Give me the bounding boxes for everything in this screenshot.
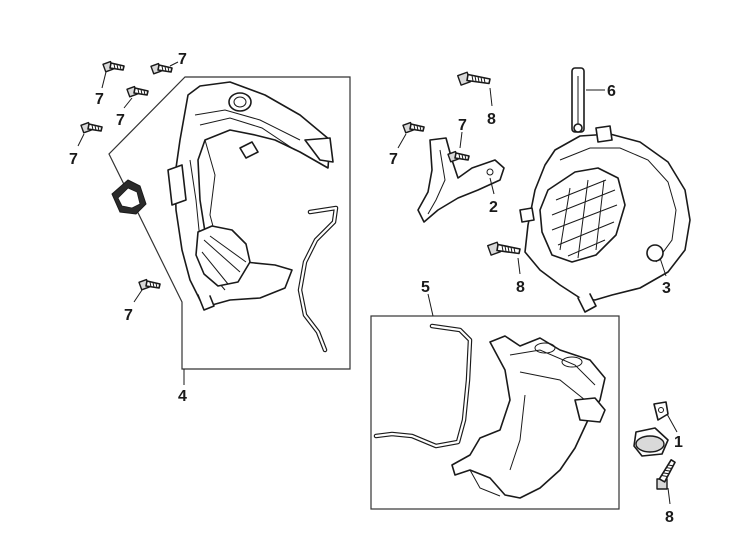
leader-5 <box>427 293 434 317</box>
callout-7: 7 <box>124 307 133 324</box>
leader-7d <box>77 133 85 147</box>
rubber-seal <box>297 205 339 353</box>
leader-8b <box>517 257 521 275</box>
callout-7: 7 <box>458 117 467 134</box>
bolt-7-d <box>80 121 103 134</box>
bracket-part-2 <box>417 137 505 223</box>
bolt-8-b <box>486 241 521 256</box>
bolt-7-f <box>402 121 425 134</box>
callout-7: 7 <box>95 91 104 108</box>
callout-7: 7 <box>389 151 398 168</box>
leader-7e <box>133 289 143 303</box>
callout-5: 5 <box>421 279 430 296</box>
leader-8a <box>489 87 493 107</box>
group-frame-4 <box>108 76 351 370</box>
leader-7g <box>459 131 463 149</box>
callout-2: 2 <box>489 199 498 216</box>
callout-8: 8 <box>516 279 525 296</box>
callout-6: 6 <box>607 83 616 100</box>
callout-1: 1 <box>674 434 683 451</box>
lower-shroud-part-5 <box>451 335 606 499</box>
leader-8c <box>667 487 671 505</box>
bolt-7-b <box>150 62 173 75</box>
bolt-8-c <box>652 456 678 494</box>
leader-7c <box>123 97 133 109</box>
leader-7a <box>101 71 107 89</box>
callout-7: 7 <box>116 112 125 129</box>
callout-8: 8 <box>665 509 674 526</box>
upper-shroud-part-4 <box>167 81 334 311</box>
clip-bracket <box>111 179 147 215</box>
bolt-7-g <box>447 150 470 163</box>
leader-3 <box>659 257 667 277</box>
fan-cover-part-3 <box>519 125 691 313</box>
bolt-8-a <box>456 71 491 86</box>
group-frame-5 <box>370 315 620 510</box>
callout-7: 7 <box>178 51 187 68</box>
bolt-7-e <box>138 278 161 291</box>
leader-2 <box>489 177 495 195</box>
callout-8: 8 <box>487 111 496 128</box>
wire-frame <box>373 323 473 449</box>
leader-1 <box>666 413 678 433</box>
leader-7f <box>397 133 407 149</box>
bolt-7-c <box>126 85 149 98</box>
callout-4: 4 <box>178 388 187 405</box>
bolt-7-a <box>102 60 125 73</box>
leader-7b <box>169 61 179 67</box>
rod-part-6 <box>571 67 585 133</box>
callout-7: 7 <box>69 151 78 168</box>
grommet-part-1 <box>633 401 669 457</box>
callout-3: 3 <box>662 280 671 297</box>
